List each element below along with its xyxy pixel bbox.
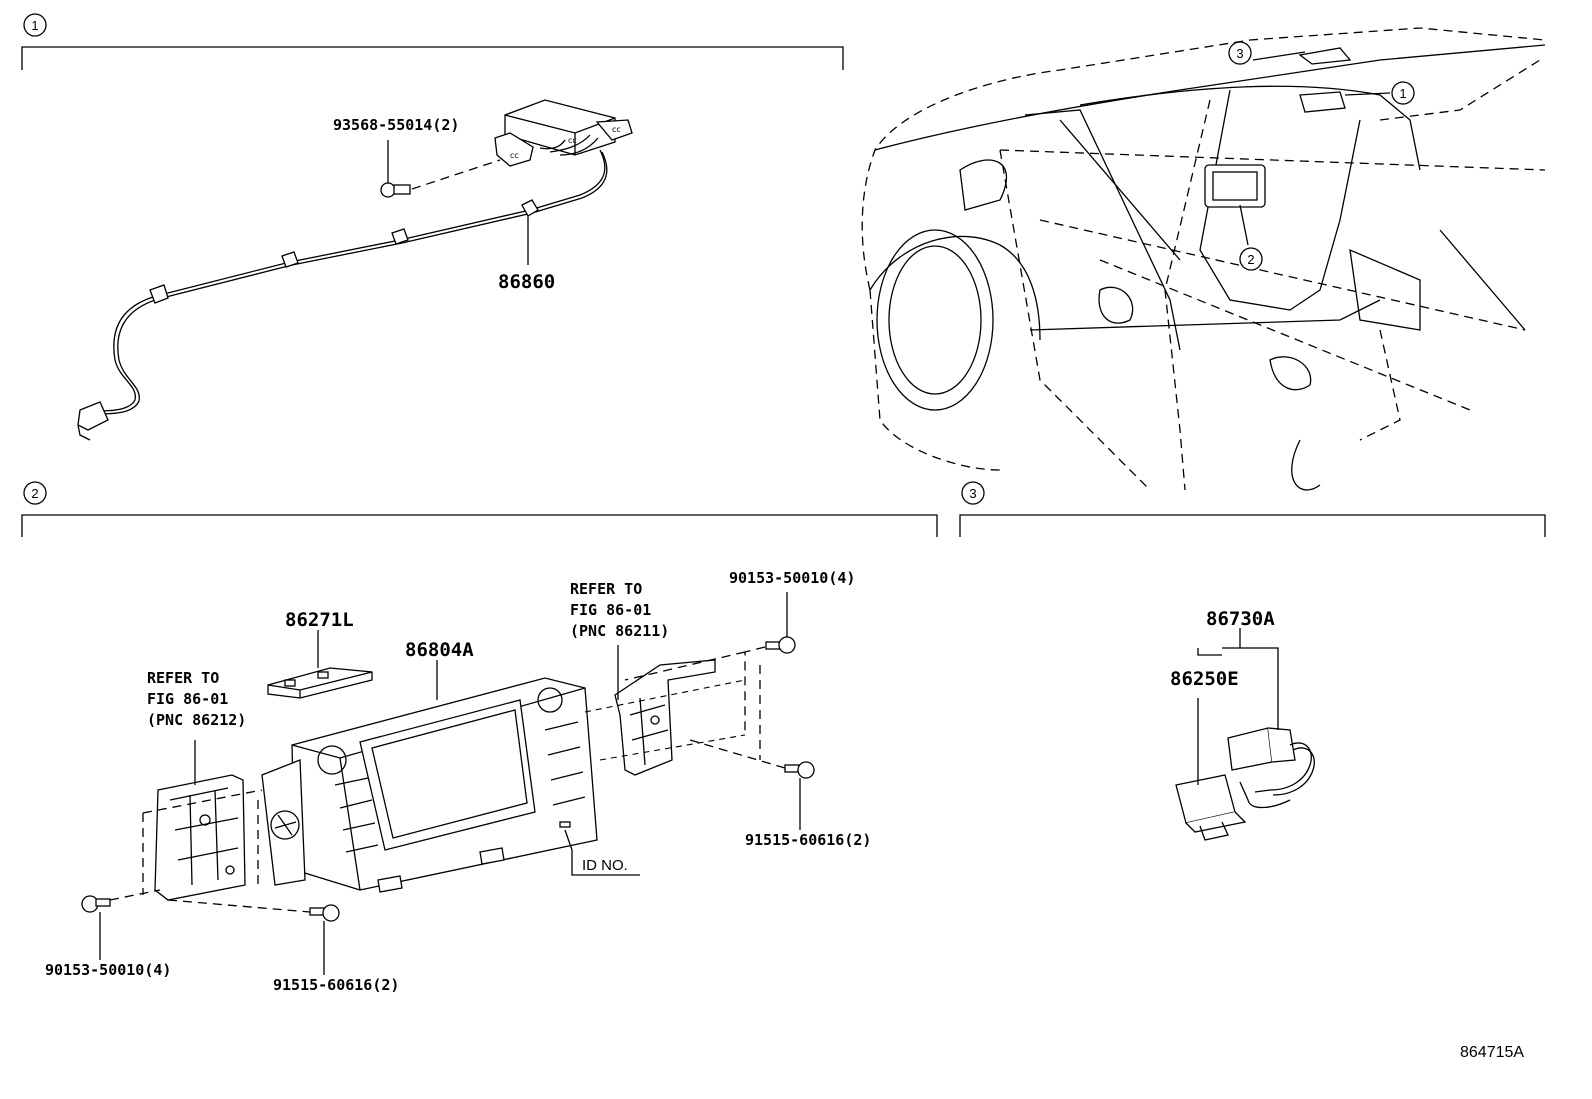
label-91515-60616-right: 91515-60616(2) (745, 831, 871, 849)
vehicle-interior-drawing (861, 27, 1546, 491)
screw-91515-right-drawing (689, 739, 815, 830)
callout-1: 1 (1391, 81, 1415, 105)
label-86250E: 86250E (1170, 668, 1239, 690)
svg-text:1: 1 (1399, 86, 1406, 101)
left-dashed-leaders (109, 679, 746, 913)
section-1: 1 cc cc cc 93568-55014(2) (21, 13, 844, 441)
section-3-bracket (959, 514, 1546, 537)
label-93568-55014: 93568-55014(2) (333, 116, 459, 134)
section-1-bracket (21, 46, 844, 70)
right-bracket-drawing (614, 645, 716, 776)
bolt-93568-drawing (380, 140, 501, 198)
label-91515-60616-bottom: 91515-60616(2) (273, 976, 399, 994)
svg-text:2: 2 (1247, 252, 1254, 267)
screw-91515-bottom-drawing (309, 904, 340, 975)
section-2-marker: 2 (31, 486, 38, 501)
left-bracket-drawing (154, 740, 246, 901)
sensor-assembly-drawing (1175, 628, 1315, 841)
callout-2: 2 (1239, 247, 1263, 271)
label-86860: 86860 (498, 271, 555, 293)
screw-90153-bottom-drawing (81, 895, 111, 960)
label-id-no: ID NO. (582, 857, 628, 874)
callout-3: 3 (1228, 41, 1252, 65)
control-module-drawing: cc cc cc (494, 99, 633, 167)
refer-right-label: REFER TO FIG 86-01 (PNC 86211) (570, 580, 669, 640)
section-1-marker: 1 (31, 18, 38, 33)
svg-text:cc: cc (510, 151, 519, 160)
label-90153-50010-top: 90153-50010(4) (729, 569, 855, 587)
illustration-code: 864715A (1460, 1044, 1524, 1061)
svg-text:3: 3 (1236, 46, 1243, 61)
label-86804A: 86804A (405, 639, 474, 661)
section-2-bracket (21, 514, 938, 537)
label-86271L: 86271L (285, 609, 354, 631)
section-2: 2 86271L REFER TO FIG 86-01 (PNC 86212) (21, 481, 938, 994)
section-3-marker: 3 (969, 486, 976, 501)
refer-left-label: REFER TO FIG 86-01 (PNC 86212) (147, 669, 246, 729)
section-3: 3 86730A 86250E (959, 481, 1546, 841)
screw-90153-top-drawing (624, 592, 796, 760)
display-86804A-drawing (261, 660, 640, 893)
svg-text:cc: cc (568, 136, 577, 145)
label-86730A: 86730A (1206, 608, 1275, 630)
panel-86271L-drawing (267, 630, 373, 699)
svg-text:cc: cc (612, 125, 621, 134)
label-90153-50010-bottom: 90153-50010(4) (45, 961, 171, 979)
wire-harness-drawing (77, 149, 608, 441)
